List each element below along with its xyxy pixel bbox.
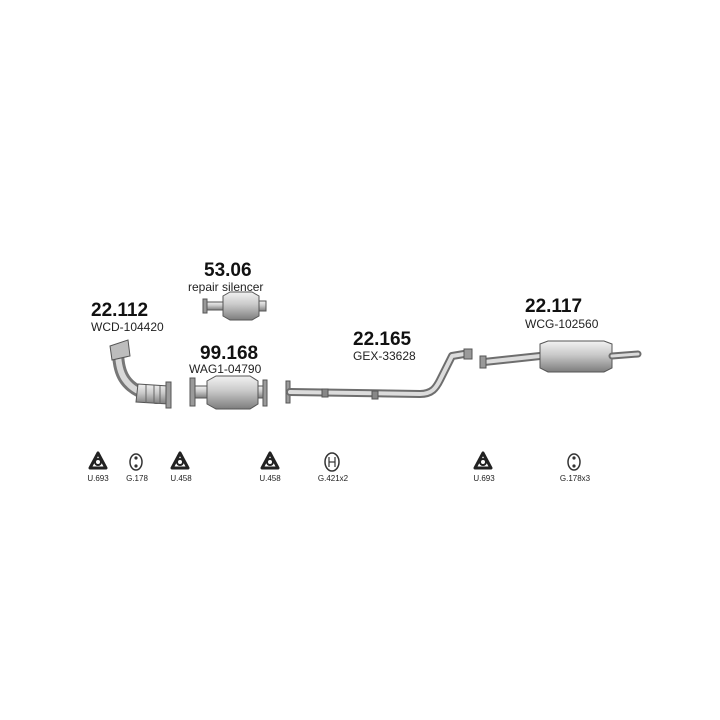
catalyst-ref: WAG1-04790 (189, 362, 262, 376)
gasket-icon[interactable] (170, 451, 190, 470)
gasket-icon[interactable] (260, 451, 280, 470)
repair-silencer-ref: repair silencer (188, 280, 264, 294)
catalyst-drawing[interactable] (189, 375, 268, 410)
rubber-mount-icon[interactable] (324, 452, 340, 472)
rear-silencer-drawing[interactable] (479, 340, 642, 373)
gasket-icon[interactable] (473, 451, 493, 470)
rear-silencer-code: 22.117 (525, 296, 583, 317)
front-pipe-ref: WCD-104420 (91, 320, 164, 334)
rubber-hanger-icon[interactable] (129, 453, 143, 471)
catalyst-code: 99.168 (200, 343, 259, 364)
middle-pipe-drawing[interactable] (285, 348, 473, 404)
gasket-icon[interactable] (88, 451, 108, 470)
repair-silencer-drawing[interactable] (202, 291, 267, 321)
front-pipe-drawing[interactable] (109, 339, 172, 409)
hardware-label: G.421x2 (317, 474, 349, 483)
middle-pipe-code: 22.165 (353, 329, 412, 350)
hardware-label: G.178x3 (559, 474, 591, 483)
repair-silencer-code: 53.06 (204, 260, 252, 281)
hardware-label: U.693 (473, 474, 495, 483)
hardware-label: U.458 (170, 474, 192, 483)
hardware-label: U.458 (259, 474, 281, 483)
middle-pipe-ref: GEX-33628 (353, 349, 416, 363)
rear-silencer-ref: WCG-102560 (525, 317, 599, 331)
hardware-label: G.178 (126, 474, 148, 483)
hardware-label: U.693 (87, 474, 109, 483)
front-pipe-code: 22.112 (91, 300, 149, 321)
rubber-hanger-icon[interactable] (567, 453, 581, 471)
